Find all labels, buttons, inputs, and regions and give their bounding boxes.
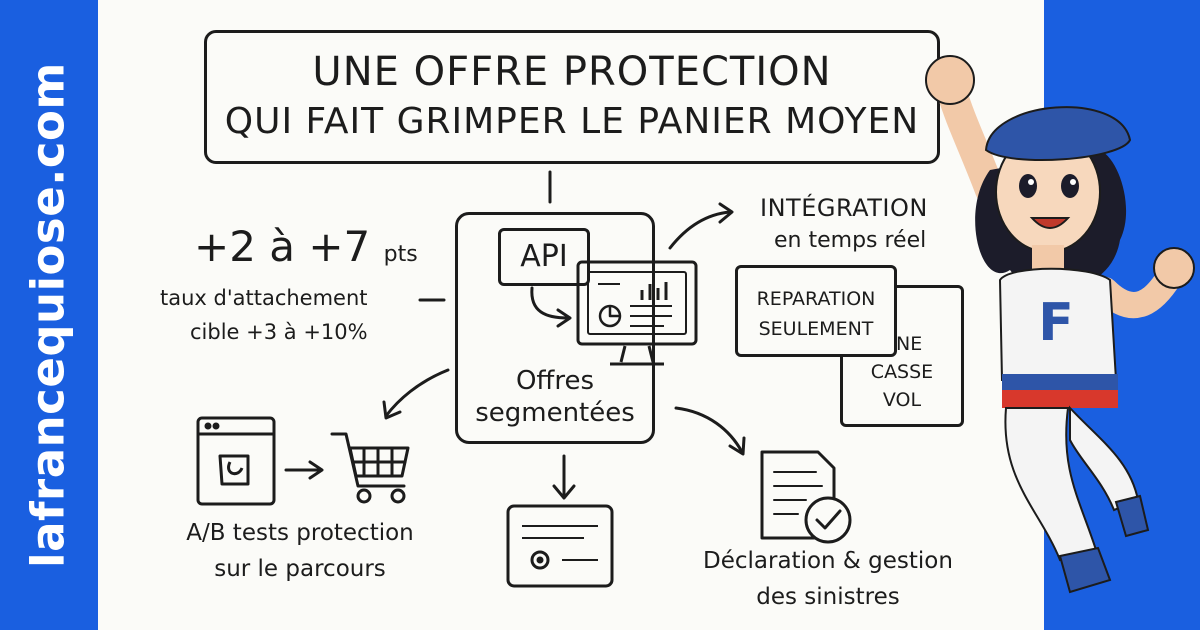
raised-fist [925, 55, 975, 105]
title-line-2: qui fait grimper le panier moyen [224, 101, 920, 142]
ab-tests-caption-1: A/B tests protection [186, 520, 414, 546]
integration-subtitle: en temps réel [774, 228, 927, 253]
mascot-illustration: F [925, 55, 1195, 594]
arrow-api-to-monitor [530, 286, 570, 320]
claims-caption-2: des sinistres [756, 584, 900, 610]
claims-caption-1: Déclaration & gestion [703, 548, 953, 574]
shopping-cart-icon [330, 432, 410, 504]
title-line-1: Une offre Protection [312, 49, 832, 95]
option-front-line-2: SEULEMENT [758, 318, 874, 340]
left-brand-band: lafrancequiose.com [0, 0, 98, 630]
connector-lines [196, 170, 852, 588]
mascot-top [998, 267, 1118, 381]
kpi-headline: +2 à +7 pts [194, 222, 418, 271]
arrow-to-claims [674, 406, 744, 454]
kpi-label-2: cible +3 à +10% [190, 320, 368, 344]
browser-window-icon [196, 416, 276, 506]
option-back-text: HNE CASSE VOL [840, 330, 964, 414]
form-document-icon [506, 504, 614, 588]
kpi-value: +2 à +7 [194, 222, 371, 271]
api-label: API [498, 228, 590, 286]
claim-document-check-icon [760, 450, 852, 544]
monitor-icon [576, 260, 698, 366]
beret [984, 106, 1132, 162]
integration-title: INTÉGRATION [760, 194, 928, 222]
site-name: lafrancequiose.com [21, 62, 75, 568]
center-label-1: Offres [515, 366, 595, 396]
option-front-line-1: REPARATION [756, 288, 876, 310]
option-card-front: REPARATION SEULEMENT [735, 265, 897, 357]
option-front-text: REPARATION SEULEMENT [738, 284, 894, 344]
sketch-canvas: Une offre Protection qui fait grimper le… [98, 0, 1044, 630]
kpi-label-1: taux d'attachement [160, 286, 368, 310]
arrow-to-ab-tests [384, 368, 450, 418]
ab-tests-caption-2: sur le parcours [214, 556, 386, 582]
center-label-2: segmentées [475, 398, 635, 428]
kpi-unit: pts [383, 242, 418, 267]
option-back-line-3: VOL [882, 389, 922, 411]
option-back-line-2: CASSE [870, 361, 934, 383]
title-box: Une offre Protection qui fait grimper le… [204, 30, 940, 164]
center-segmentation-box [455, 212, 655, 444]
arrow-to-integration [668, 210, 732, 250]
shirt-letter: F [1038, 293, 1074, 353]
